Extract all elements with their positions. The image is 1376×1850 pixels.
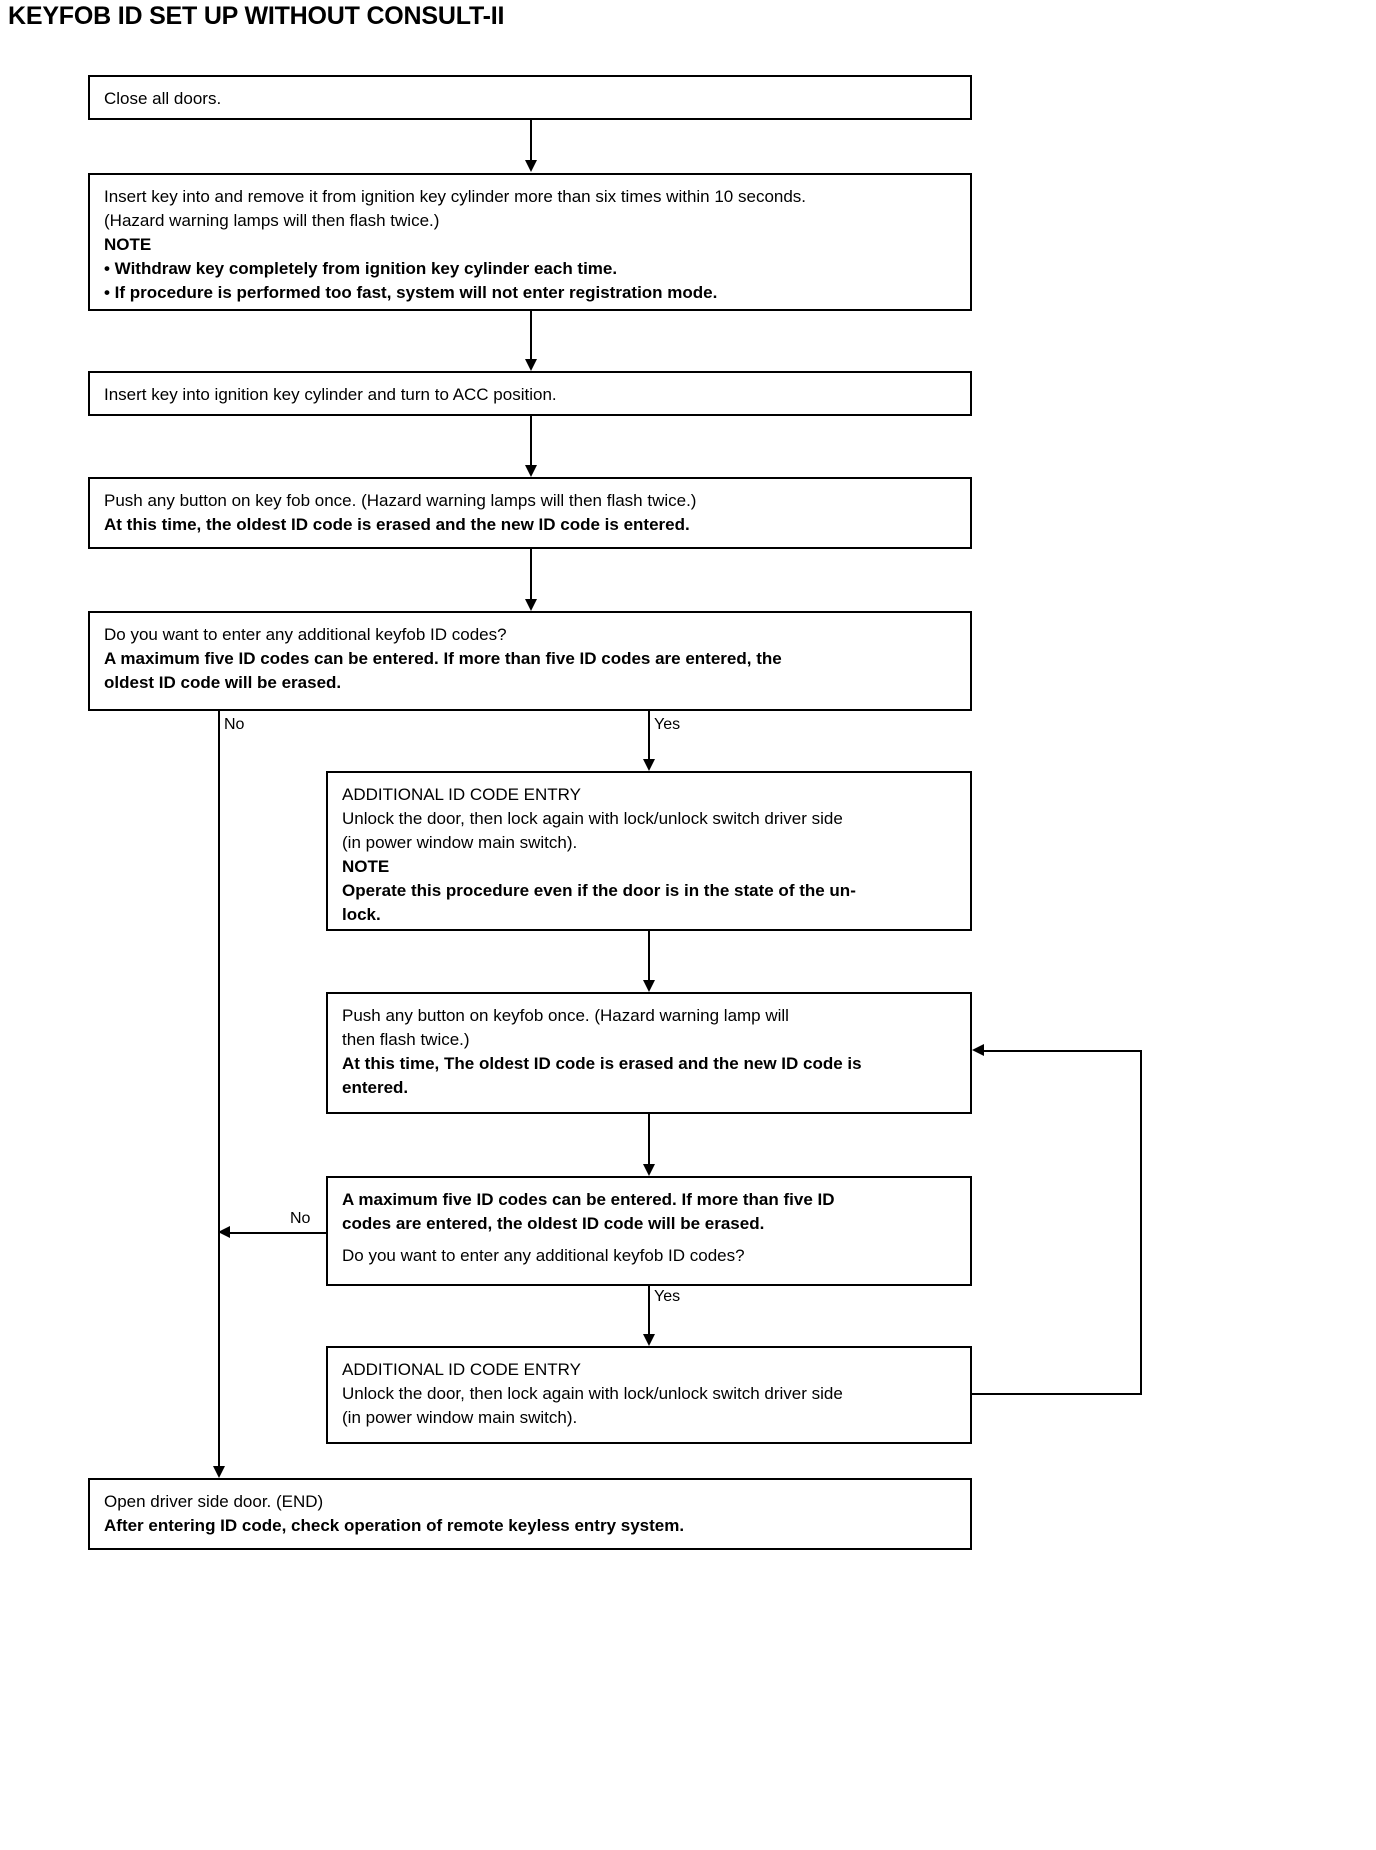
node-line: Unlock the door, then lock again with lo… <box>342 809 843 828</box>
node-line: Open driver side door. (END) <box>104 1492 324 1511</box>
arrow-down-yes-first <box>643 759 655 771</box>
node-line: codes are entered, the oldest ID code wi… <box>342 1214 765 1233</box>
node-additional-entry-second: ADDITIONAL ID CODE ENTRY Unlock the door… <box>326 1346 972 1444</box>
node-note-label: NOTE <box>104 235 152 254</box>
page-title: KEYFOB ID SET UP WITHOUT CONSULT-II <box>8 2 505 30</box>
loop-bottom-horizontal <box>972 1393 1142 1395</box>
loop-top-horizontal <box>978 1050 1142 1052</box>
node-line: Unlock the door, then lock again with lo… <box>342 1384 843 1403</box>
node-line: A maximum five ID codes can be entered. … <box>104 649 782 668</box>
branch-label-no-first: No <box>222 716 247 734</box>
node-line: Insert key into and remove it from ignit… <box>104 187 807 206</box>
loop-right-vertical <box>1140 1050 1142 1395</box>
connector-4 <box>530 549 532 607</box>
node-line: Insert key into ignition key cylinder an… <box>104 385 557 404</box>
node-line: (in power window main switch). <box>342 833 578 852</box>
node-line: Operate this procedure even if the door … <box>342 881 856 900</box>
node-heading: ADDITIONAL ID CODE ENTRY <box>342 785 581 804</box>
node-heading: ADDITIONAL ID CODE ENTRY <box>342 1360 581 1379</box>
arrow-down-no-first <box>213 1466 225 1478</box>
node-line: oldest ID code will be erased. <box>104 673 342 692</box>
node-line: entered. <box>342 1078 409 1097</box>
branch-yes-second-vertical <box>648 1286 650 1342</box>
branch-no-first-vertical <box>218 711 220 1474</box>
arrow-down-4 <box>525 599 537 611</box>
connector-3 <box>530 416 532 473</box>
node-note-label: NOTE <box>342 857 390 876</box>
node-line: A maximum five ID codes can be entered. … <box>342 1190 835 1209</box>
arrow-down-yes-second <box>643 1334 655 1346</box>
node-additional-entry-first: ADDITIONAL ID CODE ENTRY Unlock the door… <box>326 771 972 931</box>
connector-7 <box>648 1114 650 1172</box>
branch-label-yes-first: Yes <box>652 716 683 734</box>
node-turn-to-acc: Insert key into ignition key cylinder an… <box>88 371 972 416</box>
node-line: lock. <box>342 905 381 924</box>
node-push-button-second: Push any button on keyfob once. (Hazard … <box>326 992 972 1114</box>
node-decision-second: A maximum five ID codes can be entered. … <box>326 1176 972 1286</box>
node-line: Do you want to enter any additional keyf… <box>104 625 507 644</box>
branch-label-yes-second: Yes <box>652 1288 683 1306</box>
node-line: then flash twice.) <box>342 1030 470 1049</box>
node-push-button-first: Push any button on key fob once. (Hazard… <box>88 477 972 549</box>
node-line: (Hazard warning lamps will then flash tw… <box>104 211 440 230</box>
arrow-down-7 <box>643 1164 655 1176</box>
node-end: Open driver side door. (END) After enter… <box>88 1478 972 1550</box>
arrow-down-6 <box>643 980 655 992</box>
node-line: At this time, The oldest ID code is eras… <box>342 1054 862 1073</box>
node-close-all-doors: Close all doors. <box>88 75 972 120</box>
node-line: Do you want to enter any additional keyf… <box>342 1246 745 1265</box>
connector-1 <box>530 120 532 168</box>
node-note-bullet: • Withdraw key completely from ignition … <box>104 259 618 278</box>
node-line: After entering ID code, check operation … <box>104 1516 685 1535</box>
connector-2 <box>530 311 532 367</box>
branch-label-no-second: No <box>288 1210 313 1228</box>
node-decision-first: Do you want to enter any additional keyf… <box>88 611 972 711</box>
node-line: Close all doors. <box>104 89 222 108</box>
arrow-left-no-second <box>218 1226 230 1238</box>
branch-no-second-horizontal <box>224 1232 326 1234</box>
node-insert-remove-key: Insert key into and remove it from ignit… <box>88 173 972 311</box>
arrow-down-2 <box>525 359 537 371</box>
node-line: At this time, the oldest ID code is eras… <box>104 515 690 534</box>
node-line: Push any button on key fob once. (Hazard… <box>104 491 697 510</box>
arrow-left-loop <box>972 1044 984 1056</box>
node-line: Push any button on keyfob once. (Hazard … <box>342 1006 789 1025</box>
node-note-bullet: • If procedure is performed too fast, sy… <box>104 283 718 302</box>
arrow-down-1 <box>525 160 537 172</box>
arrow-down-3 <box>525 465 537 477</box>
branch-yes-first-vertical <box>648 711 650 767</box>
node-line: (in power window main switch). <box>342 1408 578 1427</box>
connector-6 <box>648 931 650 988</box>
